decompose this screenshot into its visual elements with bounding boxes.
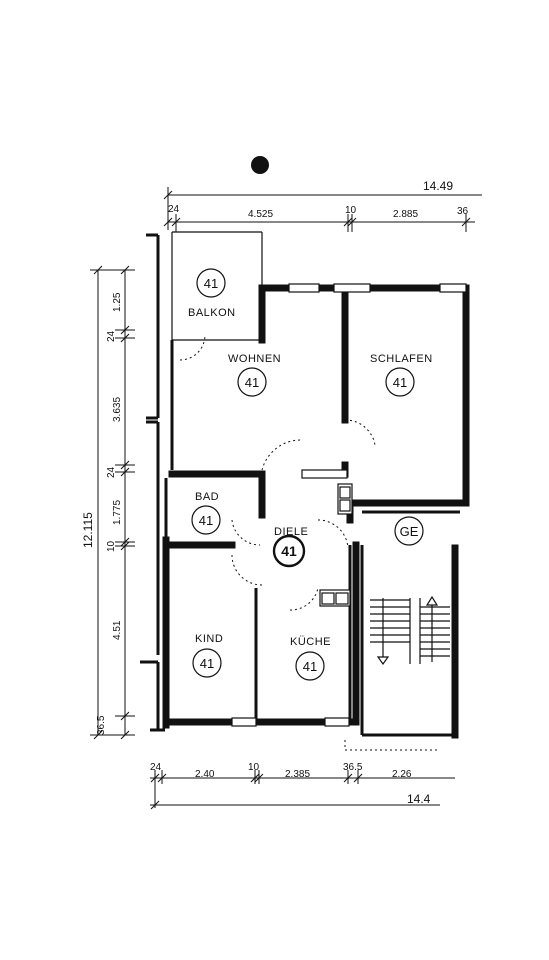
dim-bottom-5: 2.26 bbox=[392, 769, 412, 780]
bad-number: 41 bbox=[199, 513, 213, 528]
ge-label: GE bbox=[400, 524, 419, 539]
windows bbox=[231, 283, 467, 727]
balkon-number-circle bbox=[196, 268, 226, 298]
kind-number: 41 bbox=[200, 656, 214, 671]
diele-number-circle bbox=[272, 534, 306, 568]
dim-bottom-0: 24 bbox=[150, 762, 162, 773]
wohnen-number: 41 bbox=[245, 375, 259, 390]
dim-left-total: 12.115 bbox=[81, 512, 95, 548]
kueche-label: KÜCHE bbox=[290, 636, 331, 648]
dim-top-1: 4.525 bbox=[248, 209, 273, 220]
bad-number-circle bbox=[191, 505, 221, 535]
schlafen-number-circle bbox=[385, 367, 415, 397]
balkon-label: BALKON bbox=[188, 307, 236, 319]
left-dimension-lines bbox=[90, 265, 135, 740]
kueche-number: 41 bbox=[303, 659, 317, 674]
balkon-number: 41 bbox=[204, 276, 218, 291]
dim-left-4: 1.775 bbox=[112, 500, 123, 525]
kind-number-circle bbox=[192, 648, 222, 678]
schlafen-number: 41 bbox=[393, 375, 407, 390]
dim-bottom-total: 14.4 bbox=[407, 792, 431, 806]
dim-top-total: 14.49 bbox=[423, 179, 453, 193]
wohnen-label: WOHNEN bbox=[228, 353, 281, 365]
dim-left-0: 1.25 bbox=[112, 292, 123, 312]
dim-left-3: 24 bbox=[106, 466, 117, 478]
dim-left-6: 4.51 bbox=[112, 620, 123, 640]
dim-top-4: 36 bbox=[457, 206, 469, 217]
dim-top-2: 10 bbox=[345, 205, 357, 216]
dim-top-3: 2.885 bbox=[393, 209, 418, 220]
dim-bottom-2: 10 bbox=[248, 762, 260, 773]
schlafen-label: SCHLAFEN bbox=[370, 353, 433, 365]
diele-label: DIELE bbox=[274, 526, 308, 538]
kueche-number-circle bbox=[295, 651, 325, 681]
bottom-dimension-lines bbox=[150, 770, 455, 810]
stairs bbox=[370, 595, 450, 666]
dim-bottom-1: 2.40 bbox=[195, 769, 215, 780]
kind-label: KIND bbox=[195, 633, 223, 645]
ge-circle bbox=[394, 516, 424, 546]
dim-left-1: 24 bbox=[106, 330, 117, 342]
kitchen-fixtures bbox=[319, 483, 353, 607]
diele-number: 41 bbox=[281, 543, 297, 559]
dim-bottom-4: 36.5 bbox=[343, 762, 363, 773]
top-dimension-lines bbox=[163, 187, 482, 232]
wohnen-number-circle bbox=[237, 367, 267, 397]
dim-top-0: 24 bbox=[168, 204, 180, 215]
door-swings bbox=[179, 334, 440, 751]
dim-left-5: 10 bbox=[106, 540, 117, 552]
bad-label: BAD bbox=[195, 491, 219, 503]
dim-left-7: 36.5 bbox=[96, 715, 107, 735]
north-marker bbox=[251, 156, 269, 174]
dim-bottom-3: 2.385 bbox=[285, 769, 310, 780]
dim-left-2: 3.635 bbox=[112, 397, 123, 422]
